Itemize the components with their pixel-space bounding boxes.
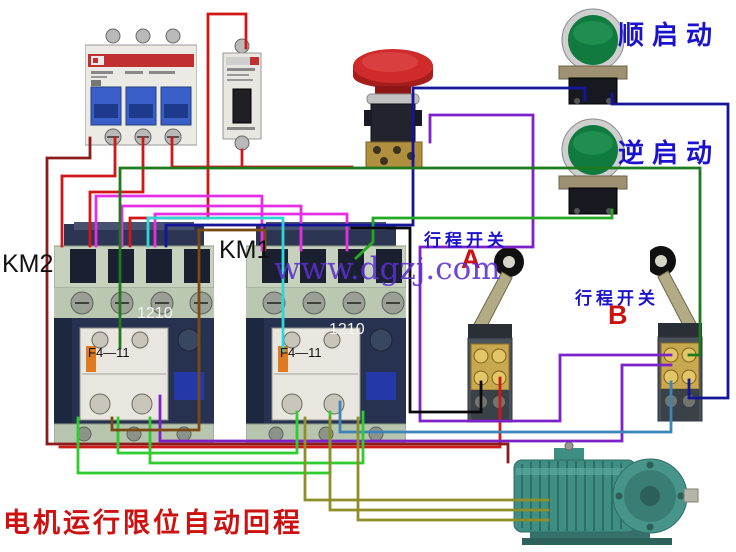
contactor-km2 (54, 222, 214, 444)
label-km1-model: 1210 (329, 321, 365, 338)
label-km2-aux-model: F4—11 (88, 345, 130, 360)
wire (158, 363, 673, 443)
limit-switch-b (650, 245, 703, 422)
circuit-breaker-3pole (85, 28, 197, 146)
label-reverse-start: 逆启动 (618, 138, 721, 168)
label-km2-model: 1210 (137, 305, 173, 322)
label-km2: KM2 (2, 250, 54, 278)
label-km1: KM1 (219, 236, 271, 264)
motor (513, 441, 699, 545)
page-title: 电机运行限位自动回程 (3, 508, 303, 538)
label-forward-start: 顺启动 (618, 20, 721, 50)
watermark: www.dgzj.com (274, 251, 501, 287)
emergency-stop-button (353, 49, 433, 169)
circuit-breaker-1pole (222, 38, 262, 151)
label-km1-aux-model: F4—11 (280, 345, 322, 360)
label-limit-b: B (608, 300, 628, 330)
